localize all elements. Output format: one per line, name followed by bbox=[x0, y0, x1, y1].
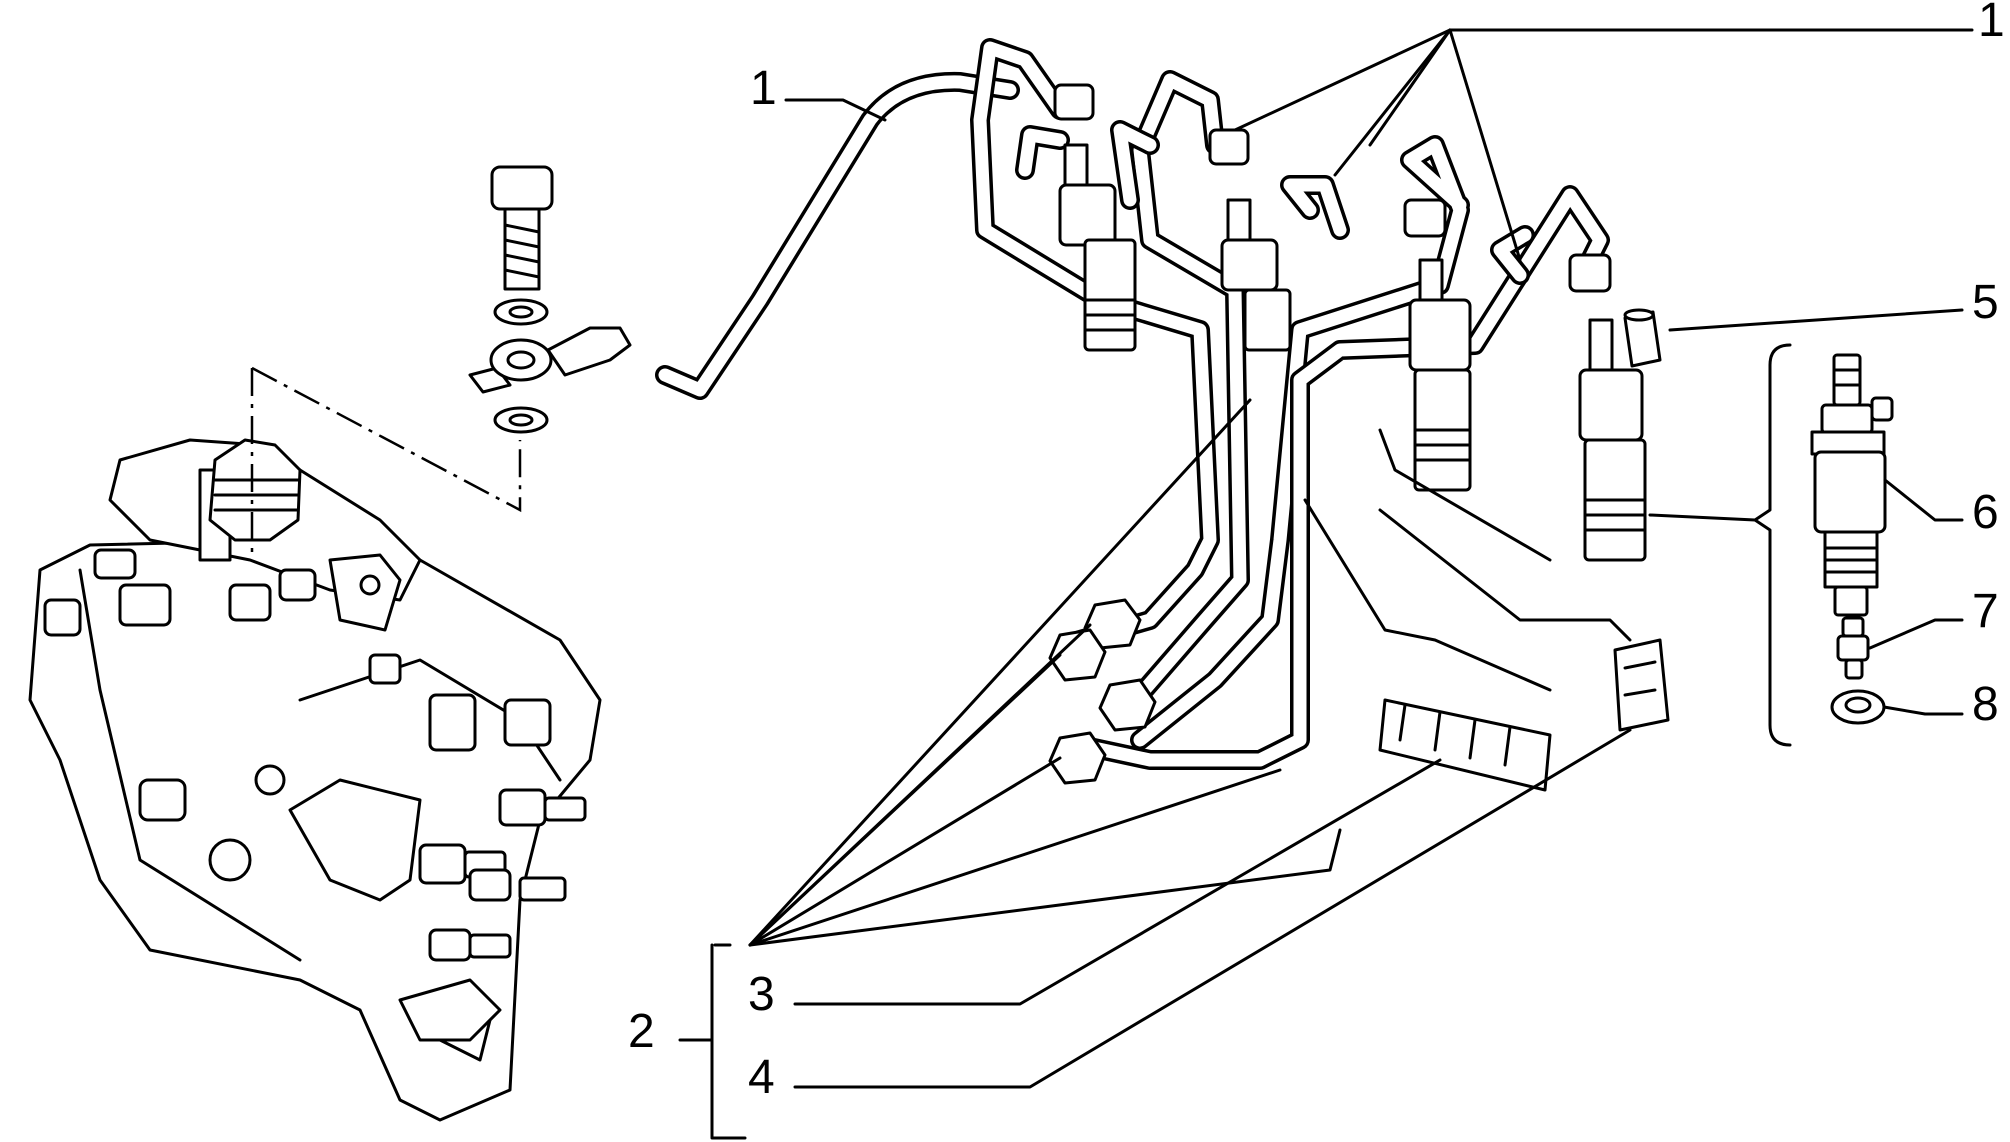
callout-6: 6 bbox=[1972, 486, 1999, 539]
injection-pump-illustration bbox=[28, 438, 602, 1122]
pipe-clamp bbox=[1378, 698, 1552, 792]
sleeve-part bbox=[1623, 308, 1662, 368]
pipe-clip bbox=[1613, 638, 1670, 732]
support-bracket-outline bbox=[1303, 428, 1632, 692]
callout-8: 8 bbox=[1972, 678, 1999, 731]
injector-part bbox=[1810, 353, 1894, 617]
washer-part bbox=[1830, 689, 1886, 725]
assembly-axis-line bbox=[251, 366, 522, 513]
leader-lines bbox=[678, 28, 1974, 1140]
callout-4: 4 bbox=[748, 1051, 775, 1104]
callout-3: 3 bbox=[748, 968, 775, 1021]
callout-7: 7 bbox=[1972, 585, 1999, 638]
callout-1-left: 1 bbox=[750, 62, 777, 115]
injection-pipes bbox=[655, 38, 1610, 770]
callout-2: 2 bbox=[628, 1005, 655, 1058]
nozzle-part bbox=[1836, 616, 1870, 680]
banjo-bolt-assembly bbox=[468, 165, 632, 434]
pipe-nuts bbox=[1048, 598, 1157, 785]
callout-5: 5 bbox=[1972, 276, 1999, 329]
injector-bodies bbox=[1053, 83, 1647, 562]
callout-1-top-right: 1 bbox=[1978, 0, 2005, 47]
